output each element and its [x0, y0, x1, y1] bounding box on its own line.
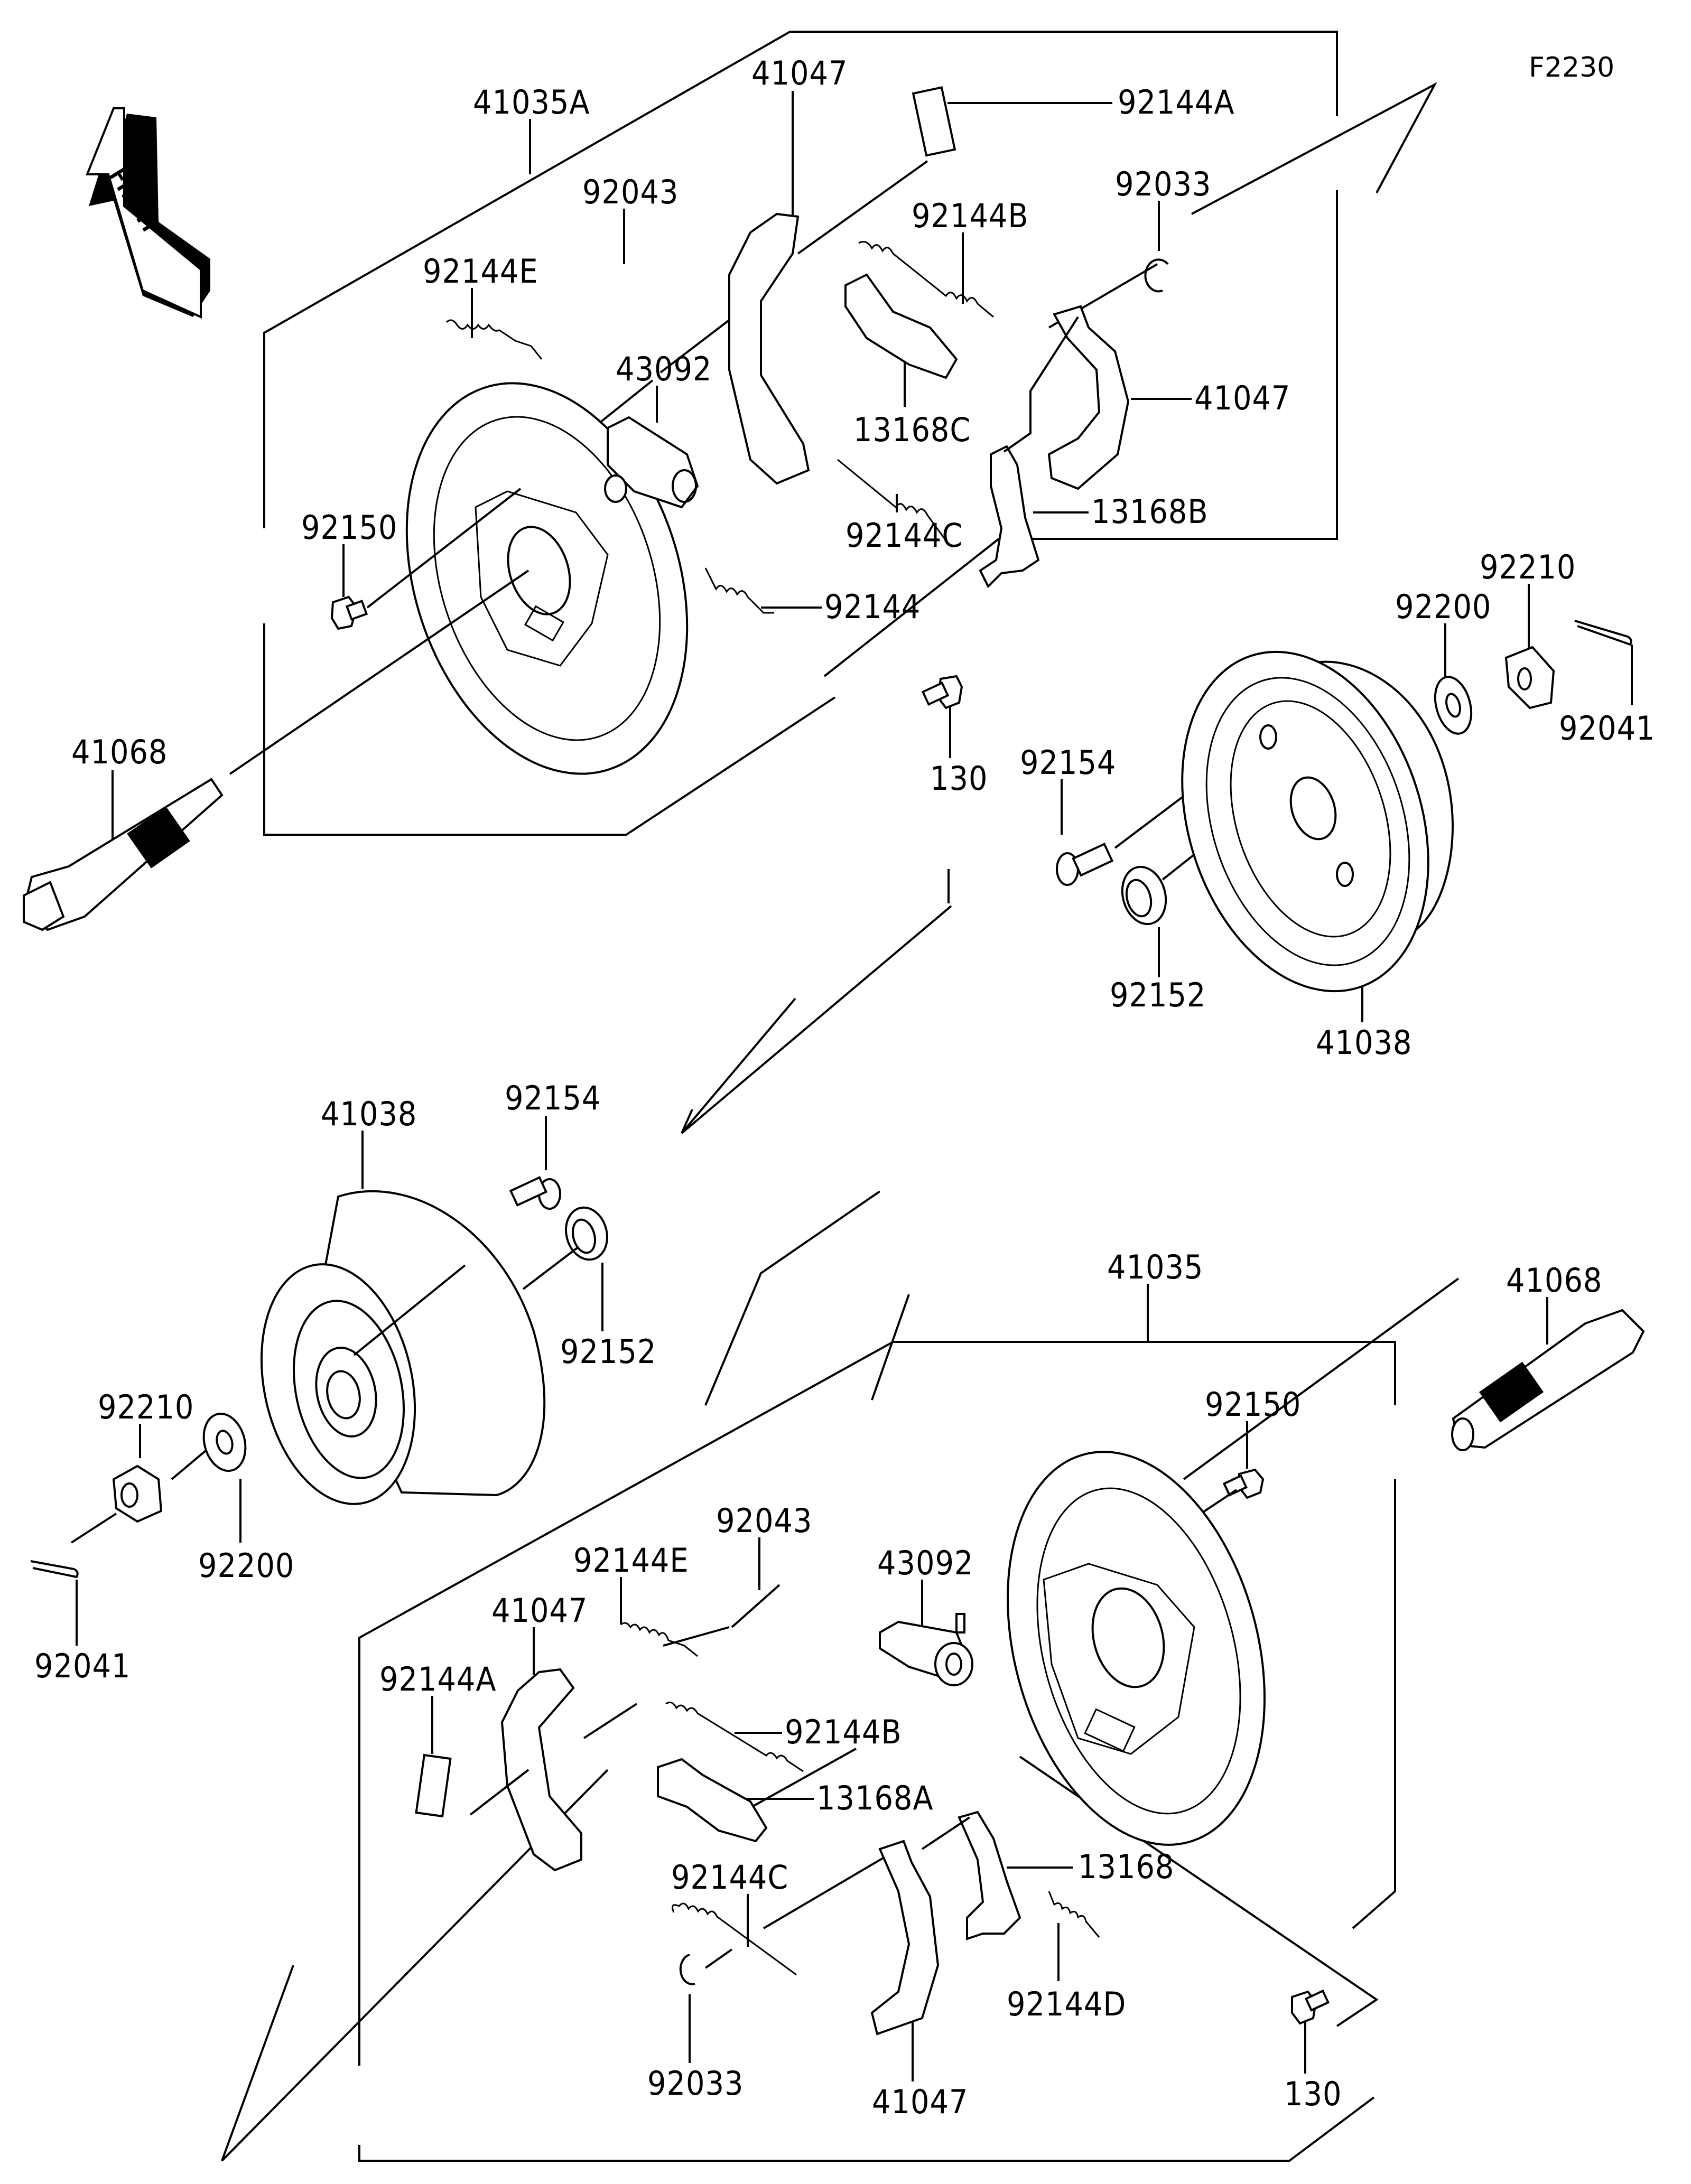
label-130-upper: 130 [930, 759, 988, 798]
wheel-cylinder-43092-lower-icon [879, 1613, 973, 1686]
wheel-cylinder-43092-icon [604, 416, 699, 509]
lever-13168a-icon [657, 1758, 768, 1843]
label-41047-upper-top: 41047 [751, 54, 848, 92]
front-arrow-icon: FRONT [86, 107, 210, 319]
washer-92200-lower-icon [202, 1412, 247, 1472]
label-41068-lower: 41068 [1506, 1261, 1602, 1300]
label-92033-upper: 92033 [1115, 165, 1211, 203]
nut-92210-lower-icon [112, 1464, 163, 1523]
bolt-130-icon [921, 675, 963, 710]
stud-92154-lower-icon [509, 1176, 561, 1210]
label-13168a-lower: 13168A [816, 1779, 934, 1817]
seal-92152-icon [1121, 865, 1167, 926]
label-41035a: 41035A [473, 83, 590, 122]
lower-assembly: 41035 41038 92154 92152 92210 [30, 1079, 1645, 2162]
clip-92144a-lower-icon [415, 1753, 452, 1818]
lever-13168-icon [958, 1810, 1021, 1940]
label-41047-lower-left: 41047 [491, 1591, 588, 1630]
spring-92144d-icon [1048, 1891, 1100, 1938]
backing-plate-lower [1007, 1451, 1266, 1846]
label-92144e-lower: 92144E [573, 1541, 689, 1580]
label-92152-lower: 92152 [560, 1332, 656, 1371]
label-41035-lower: 41035 [1107, 1248, 1203, 1286]
label-43092-upper: 43092 [616, 350, 712, 388]
bolt-92150-lower-icon [1222, 1468, 1265, 1499]
label-13168-lower: 13168 [1078, 1847, 1174, 1886]
pin-92043-lower-icon [731, 1584, 781, 1628]
label-92200-upper: 92200 [1395, 587, 1491, 626]
label-41038-lower: 41038 [321, 1095, 417, 1133]
label-92210-upper: 92210 [1480, 548, 1576, 586]
cotter-pin-92041-lower-icon [30, 1560, 79, 1579]
spring-92144b-icon [858, 241, 994, 318]
lever-13168b-icon [979, 445, 1040, 589]
brake-shoe-41047-icon [728, 212, 810, 485]
backing-plate-upper [405, 382, 689, 775]
nut-92210-icon [1504, 646, 1555, 710]
label-92200-lower: 92200 [198, 1546, 294, 1585]
spring-92144e-icon [445, 319, 543, 360]
label-92144a-upper: 92144A [1118, 83, 1235, 122]
spring-92144c-icon [837, 459, 950, 545]
label-13168c-upper: 13168C [853, 410, 971, 449]
label-13168b-upper: 13168B [1091, 492, 1209, 531]
label-92144e-upper: 92144E [423, 252, 538, 291]
label-41038-upper: 41038 [1316, 1023, 1412, 1062]
label-41068-upper: 41068 [71, 733, 168, 771]
label-43092-lower: 43092 [877, 1544, 973, 1582]
label-92041-upper: 92041 [1559, 709, 1655, 748]
label-92144c-lower: 92144C [671, 1858, 788, 1897]
washer-92200-icon [1434, 676, 1473, 735]
figure-id: F2230 [1529, 52, 1614, 83]
label-92043-lower: 92043 [716, 1501, 812, 1540]
ring-92033-lower-icon [679, 1954, 695, 1985]
label-92144b-lower: 92144B [785, 1713, 902, 1751]
spring-92144b-lower-icon [665, 1701, 804, 1772]
seal-92152-lower-icon [565, 1206, 608, 1261]
cotter-pin-92041-icon [1574, 620, 1632, 646]
label-41047-lower-bottom: 41047 [872, 2083, 968, 2121]
lever-13168c-icon [844, 273, 958, 379]
pin-92043-icon [599, 379, 654, 424]
label-92154-lower: 92154 [505, 1079, 601, 1117]
label-92150-lower: 92150 [1205, 1385, 1301, 1424]
label-92033-lower: 92033 [647, 2064, 744, 2103]
brake-drum-41038-lower-icon [260, 1190, 546, 1505]
brake-shoe-41047-lower-bottom-icon [870, 1840, 940, 2036]
label-130-lower: 130 [1284, 2075, 1342, 2113]
label-92154-upper: 92154 [1020, 743, 1116, 782]
brake-drum-41038-icon [1181, 650, 1454, 993]
axle-41068-icon [22, 778, 224, 931]
brake-shoe-41047-lower-left-icon [500, 1668, 582, 1872]
spring-92144e-lower-icon [620, 1622, 698, 1657]
label-92043-upper: 92043 [582, 173, 679, 211]
clip-92144a-icon [912, 86, 956, 157]
label-92144d-lower: 92144D [1007, 1985, 1126, 2023]
bolt-130-lower-icon [1291, 1989, 1330, 2025]
label-92041-lower: 92041 [34, 1647, 131, 1685]
axle-41068-lower-icon [1451, 1309, 1645, 1451]
label-92150-upper: 92150 [301, 508, 397, 547]
label-92210-lower: 92210 [98, 1388, 194, 1426]
label-92144-upper: 92144 [824, 587, 921, 626]
upper-assembly: 41035A 92150 41068 92144E [22, 31, 1655, 1134]
label-41047-upper-right: 41047 [1194, 379, 1290, 417]
label-92152-upper: 92152 [1110, 976, 1206, 1014]
label-92144c-upper: 92144C [846, 516, 963, 555]
bolt-92150-icon [330, 595, 368, 630]
spring-92144-icon [704, 567, 774, 614]
label-92144b-upper: 92144B [912, 197, 1029, 235]
brake-shoe-41047-right-icon [1047, 305, 1130, 490]
label-92144a-lower: 92144A [379, 1660, 497, 1698]
stud-92154-icon [1056, 842, 1114, 886]
spring-92144c-lower-icon [672, 1902, 797, 1976]
